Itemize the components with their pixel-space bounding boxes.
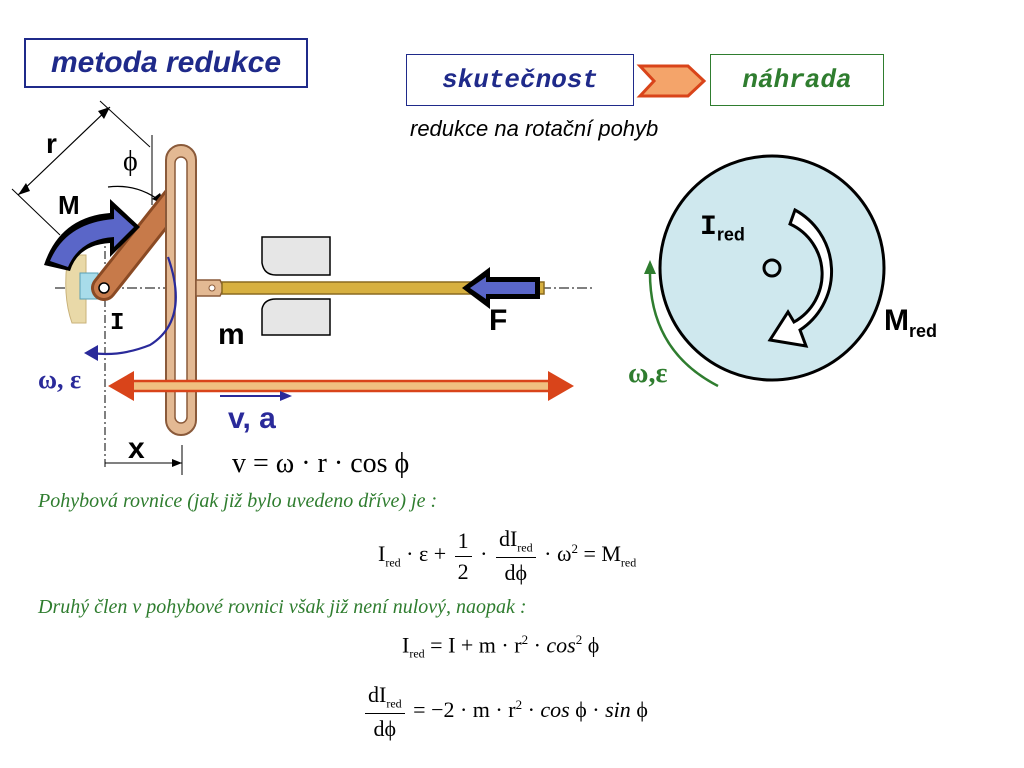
r-dimension-line	[17, 106, 111, 196]
velocity-equation: v = ω · r · cos ϕ	[232, 448, 410, 479]
reduced-moment-label: Mred	[884, 304, 938, 341]
reality-box: skutečnost	[406, 54, 634, 106]
phi-label: ϕ	[123, 146, 138, 177]
reduced-inertia-label: Ired	[700, 212, 745, 245]
flow-arrow-icon	[636, 64, 707, 98]
substitute-box: náhrada	[710, 54, 884, 106]
reduced-disc-diagram	[644, 154, 886, 388]
va-label: v, a	[228, 402, 276, 435]
r-label: r	[46, 128, 57, 159]
force-arrow-icon	[462, 267, 540, 309]
reduced-inertia-equation: Ired = I + m · r2 · cos2 ϕ	[402, 632, 600, 661]
note-equation-of-motion: Pohybová rovnice (jak již bylo uvedeno d…	[38, 490, 438, 512]
note-second-term: Druhý člen v pohybové rovnici však již n…	[38, 596, 527, 618]
moment-arrow-icon	[44, 199, 140, 271]
omega-eps-label: ω, ε	[38, 365, 82, 394]
force-label: F	[489, 304, 508, 337]
page-title: metoda redukce	[24, 38, 308, 88]
slider-crank-diagram	[11, 100, 595, 475]
mass-label: m	[218, 318, 245, 351]
x-label: x	[128, 432, 145, 465]
moment-label: M	[58, 190, 80, 220]
reduced-moment-arrow-icon	[767, 207, 834, 348]
inertia-label: I	[110, 310, 125, 337]
reduced-omega-eps-label: ω,ε	[628, 358, 668, 389]
subtitle: redukce na rotační pohyb	[410, 116, 659, 141]
